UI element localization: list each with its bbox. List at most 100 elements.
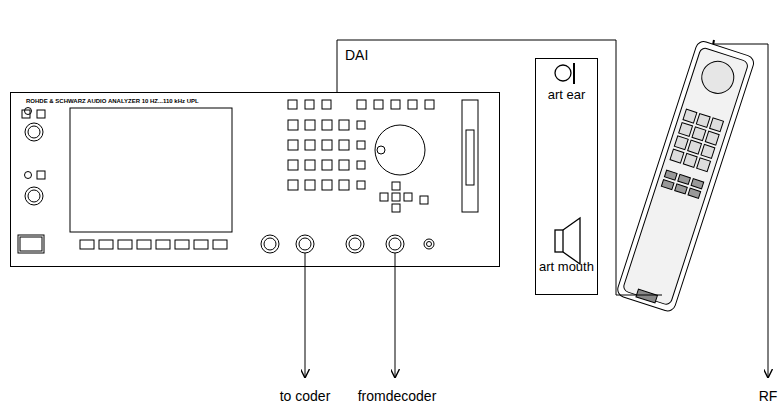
button bbox=[392, 182, 400, 190]
button bbox=[339, 120, 349, 130]
button bbox=[322, 120, 332, 130]
key bbox=[688, 140, 702, 154]
ear-icon bbox=[573, 63, 575, 84]
key bbox=[661, 180, 674, 190]
key bbox=[664, 170, 677, 180]
key bbox=[697, 158, 711, 172]
button bbox=[322, 180, 332, 190]
mouth-icon bbox=[563, 218, 580, 264]
button bbox=[357, 121, 365, 129]
key bbox=[691, 179, 704, 189]
keypad bbox=[661, 109, 723, 198]
button bbox=[392, 193, 400, 201]
button bbox=[322, 140, 332, 150]
button bbox=[357, 100, 366, 109]
button bbox=[288, 180, 298, 190]
part-label: art mouth bbox=[539, 259, 594, 274]
button bbox=[80, 240, 94, 249]
connector bbox=[296, 235, 314, 253]
button bbox=[420, 196, 428, 204]
button bbox=[305, 160, 315, 170]
signal-label: RF bbox=[759, 388, 778, 404]
connector bbox=[349, 238, 361, 250]
button bbox=[288, 160, 298, 170]
button bbox=[404, 193, 412, 201]
key bbox=[678, 174, 691, 184]
button bbox=[305, 120, 315, 130]
indicator bbox=[37, 171, 45, 179]
key bbox=[670, 149, 684, 163]
button bbox=[339, 180, 349, 190]
floppy-slot bbox=[462, 100, 478, 212]
button bbox=[408, 100, 417, 109]
power-switch bbox=[18, 235, 44, 253]
signal-label: to coder bbox=[280, 388, 331, 404]
key bbox=[675, 184, 688, 194]
button bbox=[357, 141, 365, 149]
button bbox=[118, 240, 132, 249]
key bbox=[701, 144, 715, 158]
key bbox=[696, 114, 710, 128]
connector bbox=[427, 242, 432, 247]
button bbox=[213, 240, 227, 249]
key bbox=[705, 131, 719, 145]
button bbox=[137, 240, 151, 249]
connector bbox=[264, 238, 276, 250]
button bbox=[156, 240, 170, 249]
key bbox=[679, 123, 693, 137]
connector bbox=[299, 238, 311, 250]
key bbox=[674, 136, 688, 150]
mouth-icon bbox=[555, 230, 563, 252]
telephone-body bbox=[616, 40, 756, 313]
button bbox=[99, 240, 113, 249]
button bbox=[175, 240, 189, 249]
button bbox=[374, 100, 383, 109]
coder-arrow bbox=[305, 253, 306, 378]
floppy-slot bbox=[466, 130, 474, 185]
connector bbox=[28, 190, 40, 202]
signal-label: fromdecoder bbox=[358, 388, 437, 404]
interface-label: DAI bbox=[345, 47, 368, 63]
connector bbox=[424, 239, 434, 249]
decoder-arrow bbox=[395, 253, 396, 378]
button-grid bbox=[80, 100, 434, 249]
earpiece bbox=[698, 57, 738, 97]
key bbox=[683, 109, 697, 123]
button bbox=[392, 204, 400, 212]
key bbox=[692, 127, 706, 141]
analyzer-front bbox=[18, 100, 478, 253]
connector bbox=[25, 123, 43, 141]
ear-icon bbox=[555, 65, 571, 81]
indicator bbox=[25, 108, 32, 115]
power-switch bbox=[20, 237, 42, 251]
button bbox=[288, 140, 298, 150]
telephone bbox=[616, 40, 756, 313]
button bbox=[305, 140, 315, 150]
button bbox=[339, 160, 349, 170]
analyzer-panel: ROHDE & SCHWARZ AUDIO ANALYZER 10 HZ...1… bbox=[10, 92, 500, 267]
brand-label: ROHDE & SCHWARZ AUDIO ANALYZER 10 HZ...1… bbox=[26, 98, 199, 104]
art-head-box: art ear art mouth bbox=[535, 58, 598, 295]
connector bbox=[261, 235, 279, 253]
button bbox=[339, 140, 349, 150]
key bbox=[710, 118, 724, 132]
connector bbox=[28, 126, 40, 138]
rf-arrow bbox=[714, 44, 768, 378]
button bbox=[194, 240, 208, 249]
part-label: art ear bbox=[548, 87, 586, 102]
connector bbox=[389, 238, 401, 250]
button bbox=[305, 180, 315, 190]
dai-socket bbox=[636, 289, 657, 303]
connector bbox=[346, 235, 364, 253]
button bbox=[288, 120, 298, 130]
indicator bbox=[37, 110, 45, 118]
button bbox=[322, 100, 331, 109]
button bbox=[425, 100, 434, 109]
telephone-body bbox=[616, 40, 756, 313]
rotary-knob bbox=[375, 125, 425, 175]
connector bbox=[25, 187, 43, 205]
button bbox=[357, 161, 365, 169]
button bbox=[288, 100, 297, 109]
